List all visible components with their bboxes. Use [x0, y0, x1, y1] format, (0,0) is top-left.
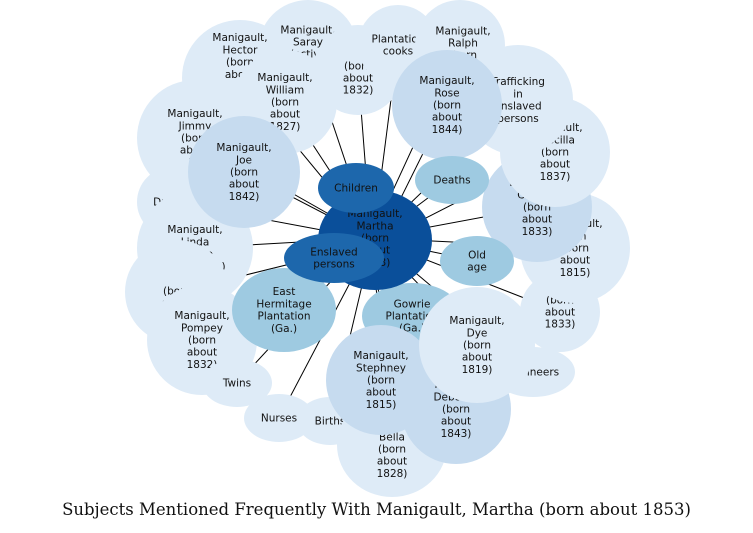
node-label-children: Children: [334, 183, 378, 195]
node-bubble-nurses: [244, 394, 314, 442]
node-bubble-old-age: [440, 236, 514, 286]
node-bubble-east-hermitage: [232, 268, 336, 352]
diagram-caption: Subjects Mentioned Frequently With Manig…: [62, 500, 691, 519]
node-label-nurses: Nurses: [261, 413, 297, 425]
node-children[interactable]: Children: [318, 163, 394, 213]
node-twins[interactable]: Twins: [202, 359, 272, 407]
node-label-twins: Twins: [222, 378, 251, 390]
node-bubble-manigault-dye: [419, 287, 535, 403]
node-label-births: Births: [315, 416, 346, 428]
node-deaths[interactable]: Deaths: [415, 156, 489, 204]
node-bubble-twins: [202, 359, 272, 407]
node-bubble-enslaved-persons: [284, 233, 384, 283]
node-label-deaths: Deaths: [433, 175, 470, 187]
node-bubble-manigault-stephney: [326, 325, 436, 435]
node-bubble-manigault-rose: [392, 50, 502, 160]
node-nurses[interactable]: Nurses: [244, 394, 314, 442]
node-bubble-children: [318, 163, 394, 213]
bubble-graph: Manigault,Saray(activeManigault,Hector(b…: [125, 0, 630, 497]
node-bubble-deaths: [415, 156, 489, 204]
node-layer: Manigault,Saray(activeManigault,Hector(b…: [125, 0, 630, 497]
node-bubble-manigault-joe: [188, 116, 300, 228]
